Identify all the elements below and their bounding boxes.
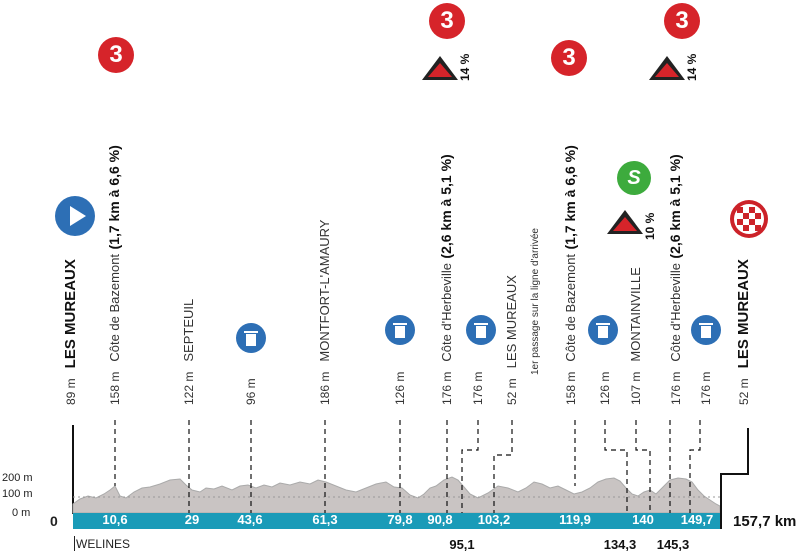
point-label: 126 m — [598, 371, 612, 405]
trash-bin-icon — [236, 323, 266, 353]
welines-tick — [74, 536, 75, 551]
checkpoint-lines — [114, 420, 701, 513]
play-icon — [55, 196, 95, 236]
km-label: 90,8 — [427, 512, 453, 527]
km-label: 103,2 — [477, 512, 511, 527]
y-label-0: 0 m — [12, 507, 31, 519]
km-label: 79,8 — [387, 512, 413, 527]
trash-bin-icon — [385, 315, 415, 345]
steep-percent: 14 % — [458, 53, 472, 81]
start-km: 0 — [50, 513, 58, 529]
point-label: 176 m — [471, 371, 485, 405]
km-label: 43,6 — [237, 512, 263, 527]
km-label: 61,3 — [312, 512, 338, 527]
km-label: 29 — [184, 512, 200, 527]
point-label: 158 mCôte de Bazemont (1,7 km à 6,6 %) — [562, 145, 578, 405]
point-label: 52 mLES MUREAUX — [735, 259, 752, 405]
steep-percent: 14 % — [685, 53, 699, 81]
point-label: 122 mSEPTEUIL — [181, 298, 196, 405]
point-label: 89 mLES MUREAUX — [62, 259, 79, 405]
km-label: 119,9 — [559, 512, 591, 527]
mountain-category-badge: 3 — [429, 3, 465, 39]
point-label: 176 mCôte d'Herbeville (2,6 km à 5,1 %) — [667, 154, 683, 405]
km-label: 140 — [632, 512, 654, 527]
mountain-category-badge: 3 — [98, 37, 134, 73]
point-label: 176 mCôte d'Herbeville (2,6 km à 5,1 %) — [438, 154, 454, 405]
point-label: 126 m — [393, 371, 407, 405]
y-label-100: 100 m — [2, 488, 33, 500]
steep-percent: 10 % — [643, 212, 657, 240]
warning-triangle-icon — [422, 56, 458, 80]
km-label: 95,1 — [449, 537, 475, 552]
trash-bin-icon — [466, 315, 496, 345]
km-label: 134,3 — [603, 537, 637, 552]
point-label: 158 mCôte de Bazemont (1,7 km à 6,6 %) — [106, 145, 122, 405]
point-label: 107 mMONTAINVILLE — [628, 267, 643, 405]
km-label: 149,7 — [680, 512, 714, 527]
point-label: 52 mLES MUREAUX — [504, 275, 519, 405]
mountain-category-badge: 3 — [551, 40, 587, 76]
km-label: 145,3 — [656, 537, 690, 552]
first-passage-note: 1er passage sur la ligne d'arrivée — [530, 228, 541, 375]
checkered-flag-icon — [730, 200, 768, 238]
point-label: 96 m — [244, 378, 258, 405]
finish-marker-line — [720, 428, 749, 529]
welines-label: WELINES — [76, 537, 131, 551]
point-label: 176 m — [699, 371, 713, 405]
sprint-icon: S — [617, 161, 651, 195]
total-distance: 157,7 km — [733, 513, 797, 530]
warning-triangle-icon — [607, 210, 643, 234]
trash-bin-icon — [691, 315, 721, 345]
warning-triangle-icon — [649, 56, 685, 80]
y-label-200: 200 m — [2, 472, 33, 484]
trash-bin-icon — [588, 315, 618, 345]
point-label: 186 mMONTFORT-L'AMAURY — [317, 219, 332, 405]
km-label: 10,6 — [102, 512, 128, 527]
distance-bar — [73, 513, 721, 529]
mountain-category-badge: 3 — [664, 3, 700, 39]
elevation-profile — [72, 476, 721, 514]
